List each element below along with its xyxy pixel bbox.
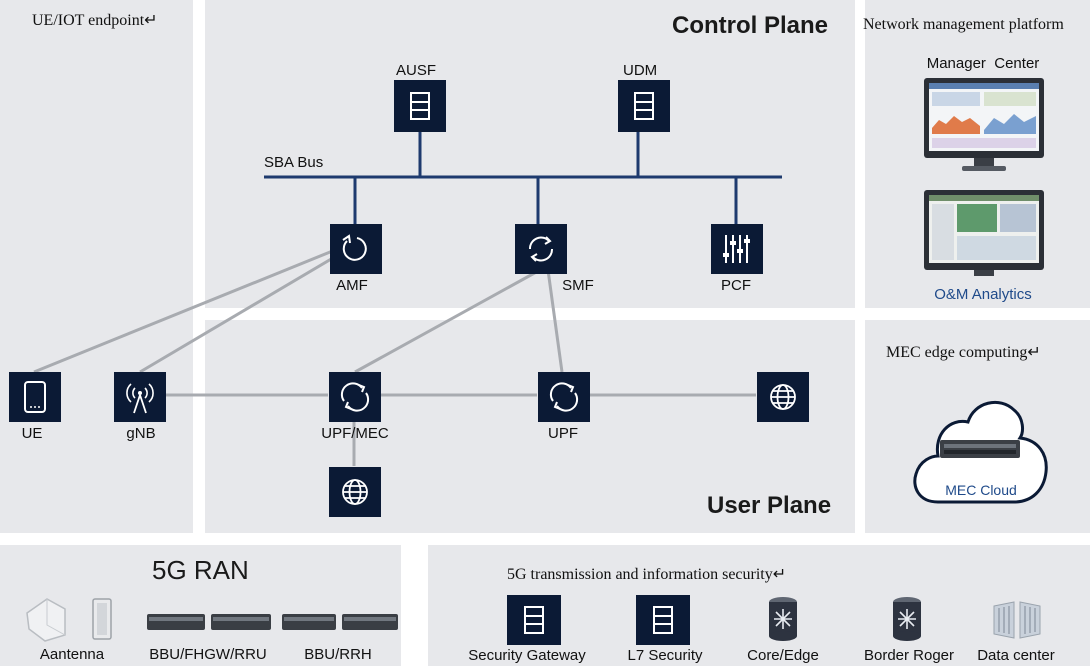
server-rack-icon [147, 614, 271, 630]
ausf-label: AUSF [396, 62, 437, 79]
smf-node [515, 224, 567, 274]
control-plane-title: Control Plane [672, 12, 829, 39]
security-item-border-roger: Border Roger [863, 647, 955, 664]
upf-node [538, 372, 590, 422]
smf-label: SMF [562, 277, 594, 294]
om-analytics-label: O&M Analytics [934, 286, 1032, 303]
upf-mec-label: UPF/MEC [321, 425, 389, 442]
l7-security-node [636, 595, 690, 645]
mec-cloud [910, 390, 1052, 508]
ue-iot-panel [0, 0, 193, 533]
manager-center-monitor [924, 78, 1044, 173]
router-icon [769, 597, 797, 641]
data-center-image [992, 600, 1042, 640]
mec-cloud-label: MEC Cloud [945, 482, 1017, 498]
data-center-icon [993, 601, 1041, 639]
security-item-l7: L7 Security [627, 647, 703, 664]
manager-center-label: Manager Center [926, 55, 1040, 72]
monitor-icon [924, 78, 1044, 171]
security-item-data-center: Data center [977, 647, 1055, 664]
security-gateway-node [507, 595, 561, 645]
globe-icon [342, 479, 368, 505]
nms-title: Network management platform [863, 16, 1064, 33]
pcf-node [711, 224, 763, 274]
antenna-tower-icon [126, 383, 154, 414]
upf-mec-node [329, 372, 381, 422]
ue-node [9, 372, 61, 422]
bbu-fhgw-rru-image [145, 610, 275, 634]
security-title: 5G transmission and information security… [507, 566, 787, 583]
ue-iot-title: UE/IOT endpoint↵ [32, 12, 158, 29]
mec-title: MEC edge computing↵ [886, 344, 1041, 361]
exchange-icon [340, 382, 370, 412]
ran-item-bbu-fhgw-rru: BBU/FHGW/RRU [149, 646, 267, 663]
ausf-node [394, 80, 446, 132]
sliders-icon [723, 235, 750, 263]
antenna-icon [26, 598, 112, 642]
security-item-gateway: Security Gateway [468, 647, 586, 664]
bbu-rrh-image [280, 610, 402, 634]
database-icon [634, 92, 654, 120]
udm-label: UDM [623, 62, 658, 79]
internet-node [757, 372, 809, 422]
tablet-icon [24, 381, 46, 413]
database-icon [653, 606, 673, 634]
edge-internet-node [329, 467, 381, 517]
border-router [890, 595, 924, 643]
amf-label: AMF [336, 277, 368, 294]
core-edge-router [766, 595, 800, 643]
ue-label: UE [21, 425, 43, 442]
globe-icon [770, 384, 796, 410]
user-plane-panel [205, 320, 855, 533]
router-icon [893, 597, 921, 641]
exchange-icon [549, 382, 579, 412]
sba-bus-label: SBA Bus [264, 154, 324, 171]
ran-item-bbu-rrh: BBU/RRH [304, 646, 372, 663]
refresh-arrow-icon [342, 234, 367, 261]
amf-node [330, 224, 382, 274]
security-item-core-edge: Core/Edge [747, 647, 819, 664]
pcf-label: PCF [721, 277, 751, 294]
om-analytics-monitor [924, 190, 1044, 280]
user-plane-title: User Plane [707, 492, 832, 519]
ran-item-antenna: Aantenna [39, 646, 105, 663]
antenna-image [25, 595, 120, 643]
ran-panel [0, 545, 401, 666]
monitor-icon [924, 190, 1044, 276]
sync-icon [528, 236, 554, 262]
server-rack-icon [282, 614, 398, 630]
udm-node [618, 80, 670, 132]
database-icon [524, 606, 544, 634]
database-icon [410, 92, 430, 120]
ran-title: 5G RAN [152, 555, 249, 585]
gnb-label: gNB [126, 425, 156, 442]
upf-label: UPF [548, 425, 578, 442]
gnb-node [114, 372, 166, 422]
cloud-icon [913, 400, 1048, 504]
